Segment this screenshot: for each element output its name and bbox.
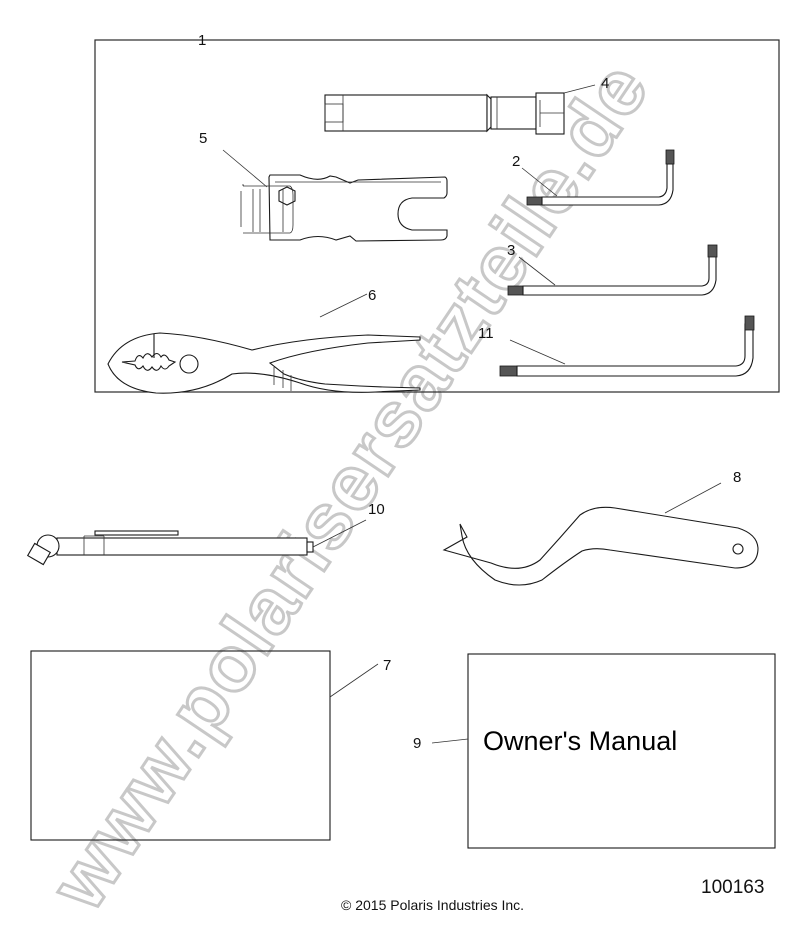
hex-key-3: 3 (507, 242, 718, 296)
spanner-wrench: 8 (442, 469, 759, 586)
callout-9: 9 (413, 735, 421, 752)
callout-11: 11 (478, 325, 494, 342)
blank-card: 7 (30, 650, 391, 841)
figure-number: 100163 (701, 877, 764, 898)
copyright-text: © 2015 Polaris Industries Inc. (341, 897, 524, 913)
callout-4: 4 (601, 75, 609, 92)
callout-8: 8 (733, 469, 741, 486)
spark-plug-wrench: 5 (199, 130, 448, 242)
callout-6: 6 (368, 287, 376, 304)
tire-gauge: 10 (26, 501, 385, 566)
owners-manual: Owner's Manual 9 (413, 653, 776, 849)
pliers: 6 (107, 287, 421, 394)
watermark: www.polarisersatzteile.de (31, 44, 667, 927)
callout-5: 5 (199, 130, 207, 147)
watermark-text: www.polarisersatzteile.de (33, 46, 666, 926)
callout-10: 10 (368, 501, 385, 518)
callout-kit-frame: 1 (198, 32, 206, 49)
hex-key-11: 11 (478, 315, 755, 377)
kit-frame (94, 39, 780, 393)
owners-manual-label: Owner's Manual (483, 726, 677, 756)
hex-key-2: 2 (512, 149, 675, 206)
callout-7: 7 (383, 657, 391, 674)
callout-3: 3 (507, 242, 515, 259)
socket-extension: 4 (324, 75, 609, 135)
callout-2: 2 (512, 153, 520, 170)
